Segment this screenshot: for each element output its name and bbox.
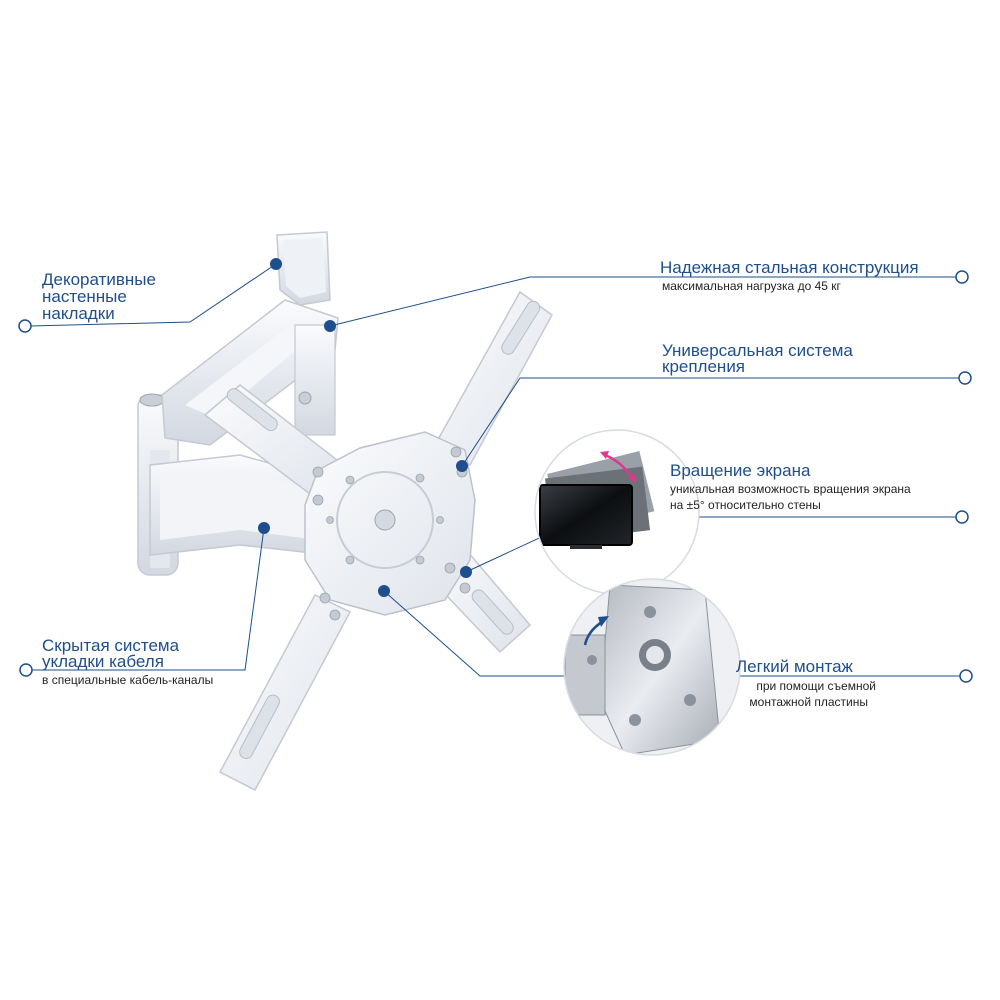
callout-decorative-covers-title-2: настенные [42, 287, 127, 306]
callout-hidden-cable-sub: в специальные кабель-каналы [42, 673, 214, 687]
callout-rotation-title: Вращение экрана [670, 461, 811, 480]
rotation-detail-circle [534, 429, 700, 595]
mounting-plate [304, 431, 476, 621]
callout-steel-construction-sub: максимальная нагрузка до 45 кг [662, 279, 841, 293]
callout-universal-system-title-2: крепления [662, 357, 746, 376]
rotate-arrow-icon [604, 453, 634, 479]
decorative-cover [276, 231, 331, 306]
callout-hidden-cable-title-1: Скрытая система [42, 636, 180, 655]
callout-dots [258, 258, 472, 597]
callout-universal-system-title-1: Универсальная система [662, 341, 853, 360]
callout-rings [18, 270, 973, 683]
callout-steel-construction-title: Надежная стальная конструкция [660, 258, 919, 277]
callout-rotation-sub-2: на ±5° относительно стены [670, 498, 821, 512]
callout-decorative-covers-title-1: Декоративные [42, 270, 156, 289]
callout-easy-mounting-title: Легкий монтаж [736, 657, 853, 676]
mounting-detail-circle [563, 578, 741, 756]
vesa-arm-upper-right [433, 290, 553, 467]
arm-lower [149, 454, 331, 556]
vesa-arm-lower-left [218, 594, 352, 792]
callout-easy-mounting-sub-2: монтажной пластины [749, 695, 868, 709]
callout-decorative-covers-title-3: накладки [42, 304, 115, 323]
callout-easy-mounting-sub-1: при помощи съемной [756, 679, 876, 693]
callout-rotation-sub-1: уникальная возможность вращения экрана [670, 482, 911, 496]
callout-hidden-cable-title-2: укладки кабеля [42, 652, 164, 671]
arm-upper [161, 299, 339, 446]
